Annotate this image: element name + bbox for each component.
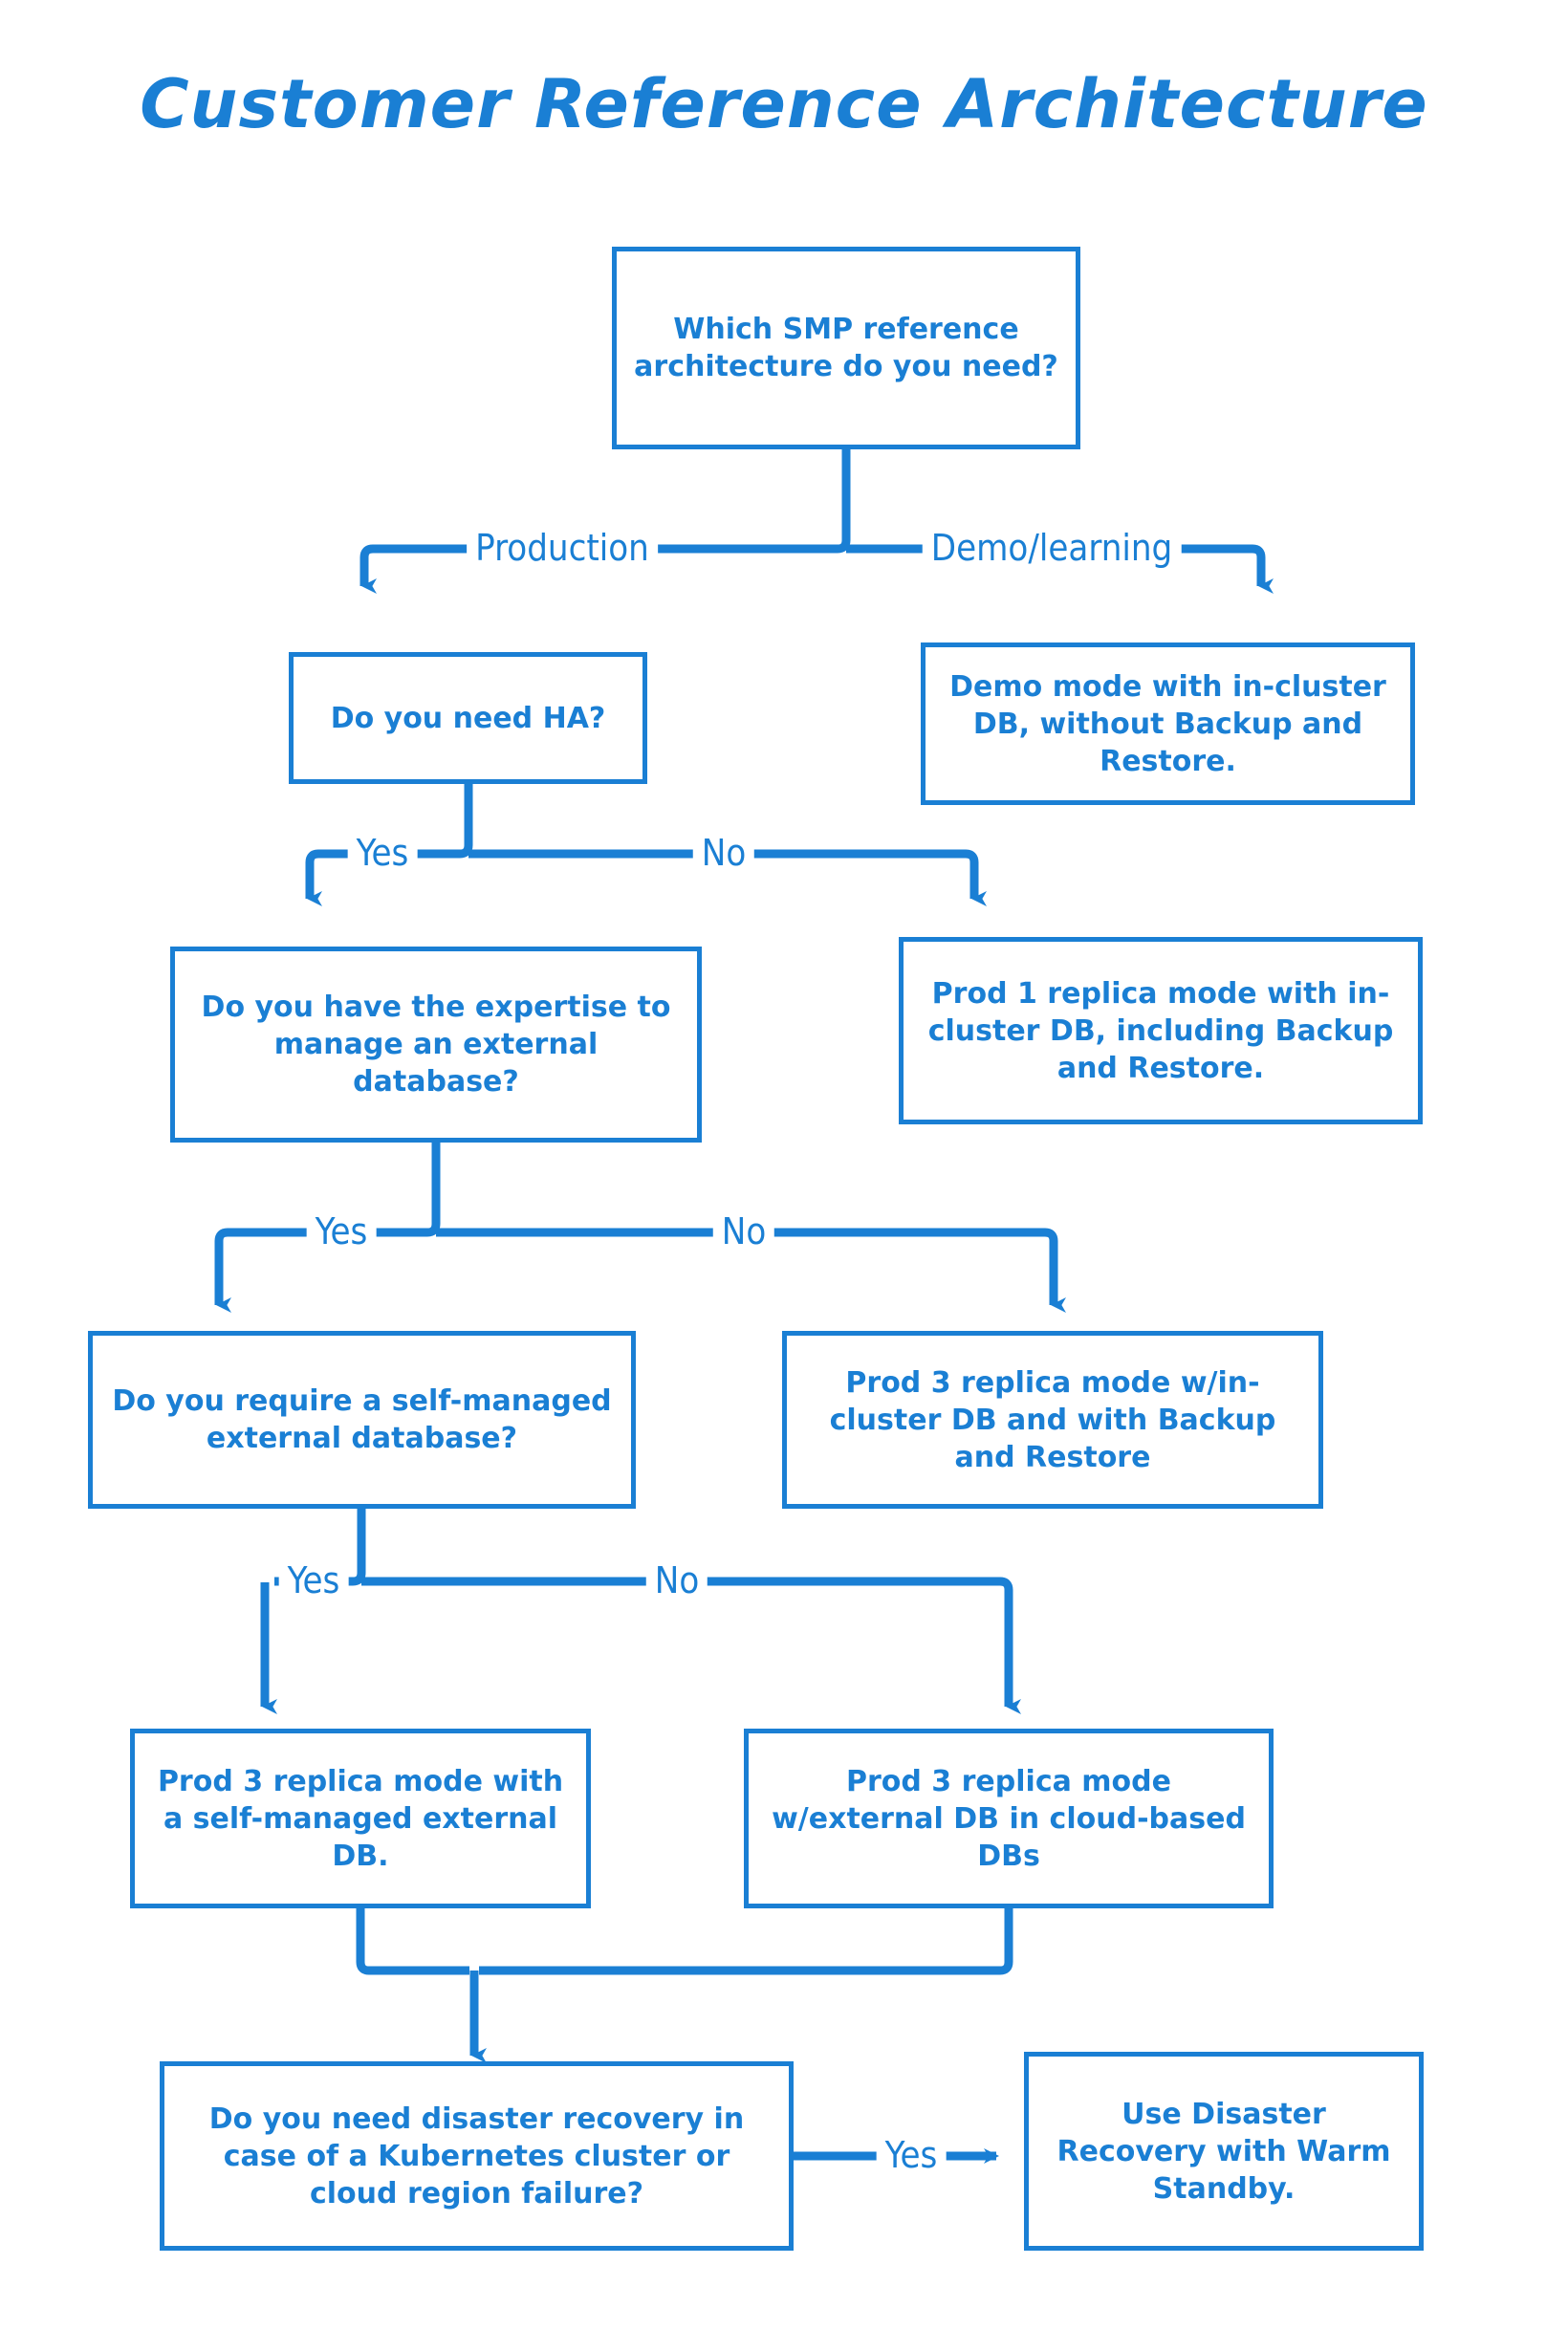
node-label: Which SMP reference architecture do you …: [634, 313, 1058, 383]
node-label: Prod 1 replica mode with in-cluster DB, …: [927, 976, 1394, 1085]
node-prod3-cloud-db[interactable]: Prod 3 replica mode w/external DB in clo…: [744, 1729, 1274, 1908]
node-label: Prod 3 replica mode with a self-managed …: [157, 1764, 564, 1873]
node-label: Prod 3 replica mode w/in-cluster DB and …: [829, 1365, 1276, 1474]
node-label: Do you require a self-managed external d…: [112, 1384, 612, 1455]
node-label: Do you need disaster recovery in case of…: [208, 2101, 745, 2210]
node-label: Do you have the expertise to manage an e…: [201, 991, 671, 1099]
edge-merge-right: [479, 1908, 1013, 1975]
edge-label-ha-yes: Yes: [347, 835, 418, 871]
node-demo-mode[interactable]: Demo mode with in-cluster DB, without Ba…: [921, 642, 1415, 805]
node-label: Use Disaster Recovery with Warm Standby.: [1056, 2097, 1391, 2206]
node-need-ha[interactable]: Do you need HA?: [289, 652, 647, 784]
edge-label-demo-learning: Demo/learning: [922, 530, 1182, 566]
page-title: Customer Reference Architecture: [140, 65, 1428, 143]
node-expertise-external-db[interactable]: Do you have the expertise to manage an e…: [170, 947, 702, 1143]
node-use-disaster-recovery[interactable]: Use Disaster Recovery with Warm Standby.: [1024, 2052, 1424, 2251]
node-prod3-selfmanaged[interactable]: Prod 3 replica mode with a self-managed …: [130, 1729, 591, 1908]
node-which-architecture[interactable]: Which SMP reference architecture do you …: [612, 247, 1080, 449]
edge-merge-left: [356, 1908, 469, 1975]
node-need-disaster-recovery[interactable]: Do you need disaster recovery in case of…: [160, 2061, 794, 2251]
edge-label-dr-yes: Yes: [876, 2137, 947, 2173]
node-prod3-incluster[interactable]: Prod 3 replica mode w/in-cluster DB and …: [782, 1331, 1323, 1509]
edge-label-expertise-no: No: [712, 1213, 775, 1250]
node-label: Do you need HA?: [330, 701, 606, 735]
node-label: Prod 3 replica mode w/external DB in clo…: [772, 1764, 1246, 1873]
edge-label-selfmanaged-yes: Yes: [278, 1562, 349, 1599]
edge-label-selfmanaged-no: No: [645, 1562, 708, 1599]
node-prod1-replica[interactable]: Prod 1 replica mode with in-cluster DB, …: [899, 937, 1423, 1124]
edge-label-ha-no: No: [692, 835, 755, 871]
edge-label-production: Production: [467, 530, 658, 566]
edge-label-expertise-yes: Yes: [306, 1213, 377, 1250]
node-require-selfmanaged-db[interactable]: Do you require a self-managed external d…: [88, 1331, 636, 1509]
node-label: Demo mode with in-cluster DB, without Ba…: [949, 669, 1386, 778]
